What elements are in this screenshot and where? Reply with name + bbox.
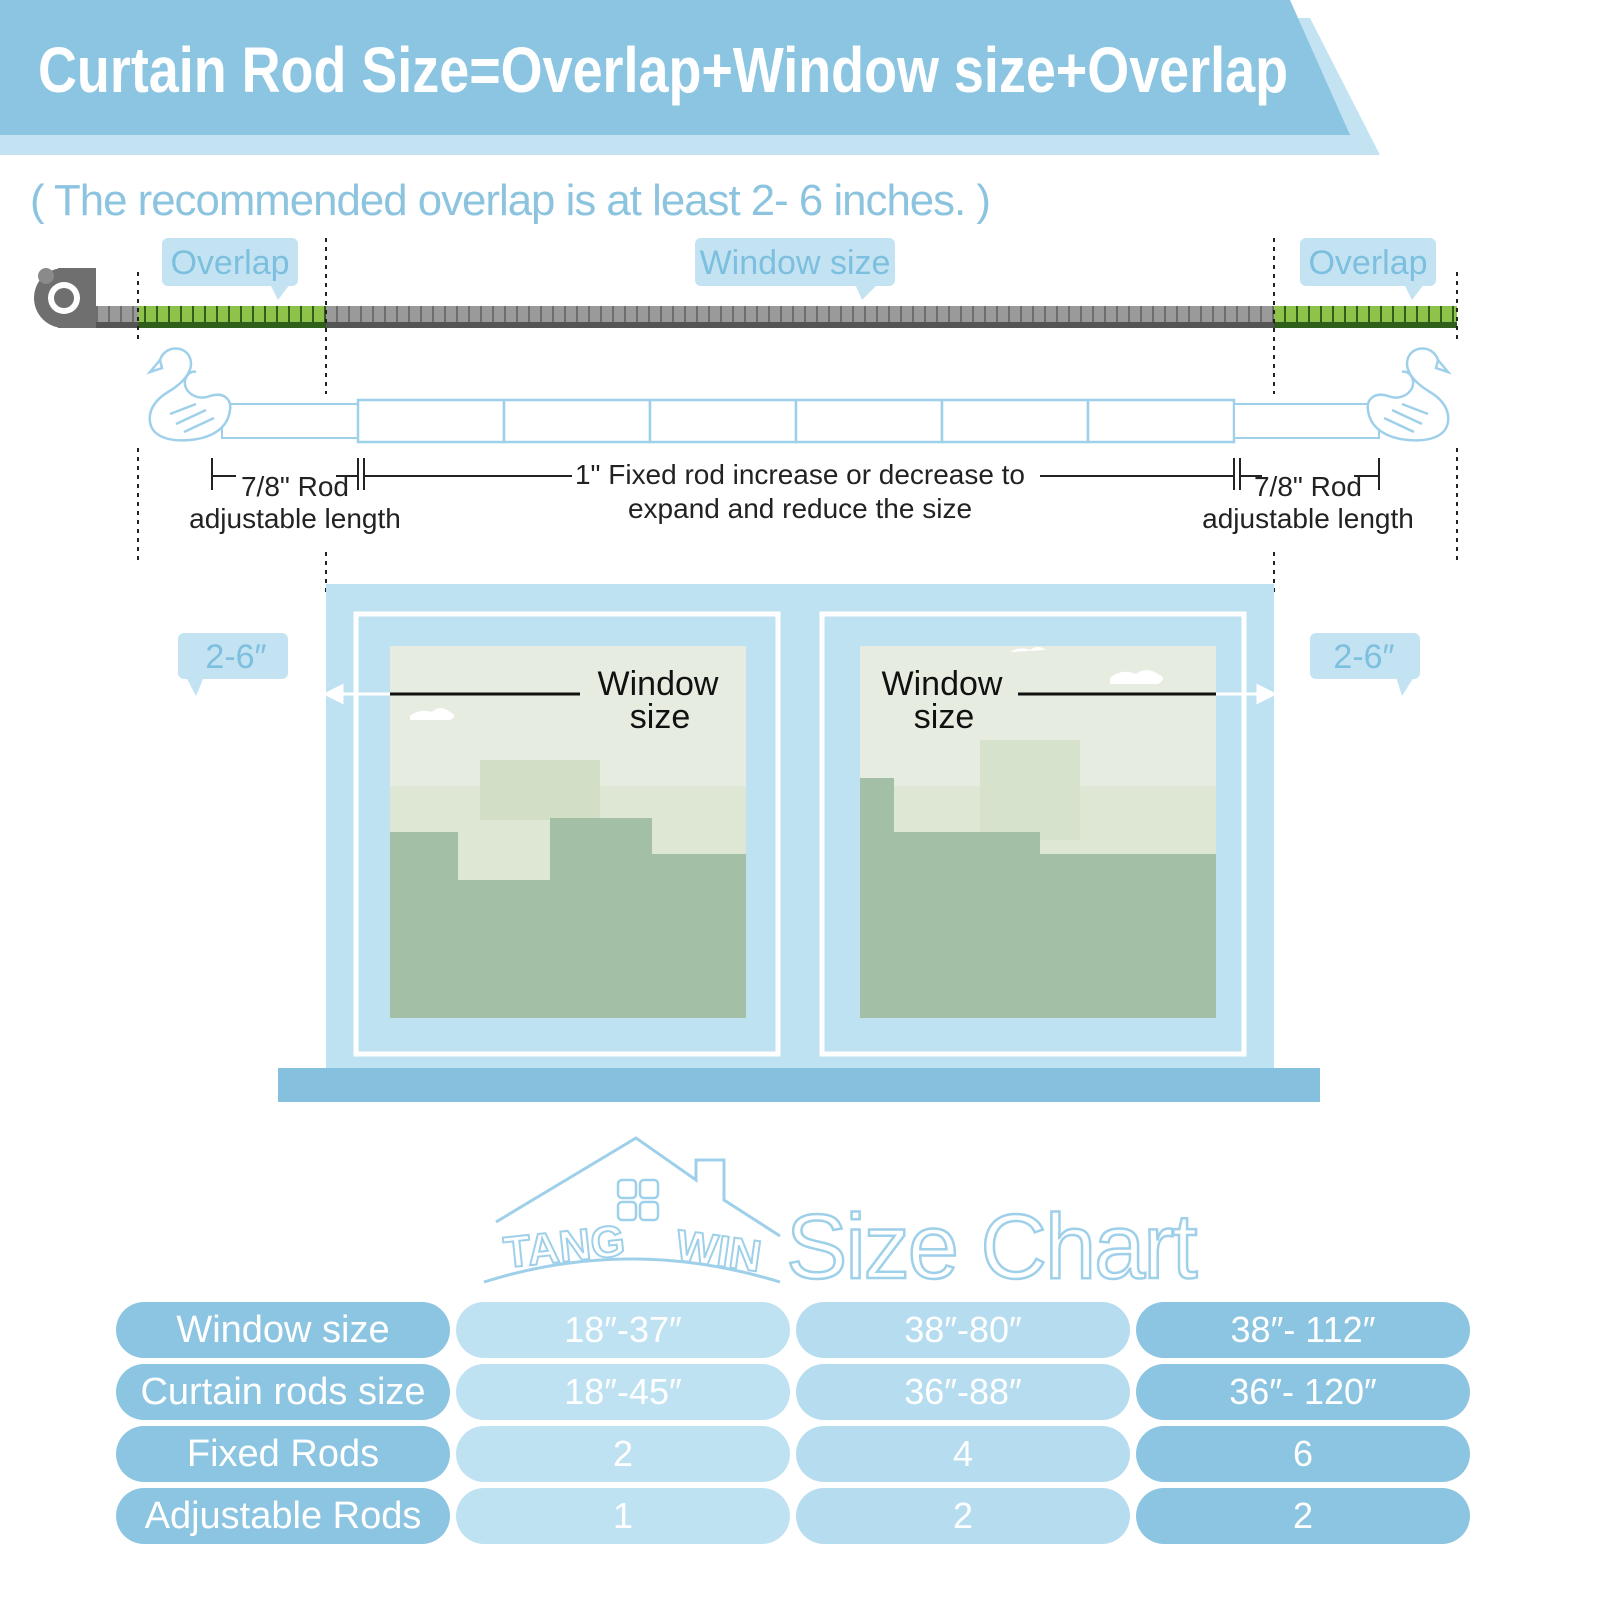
window-size-callout-label: Window size [700,244,891,282]
overlap-recommendation: ( The recommended overlap is at least 2-… [30,176,990,225]
cell-curtain-rods-size-1: 18″-45″ [456,1364,790,1420]
row-label-adjustable-rods: Adjustable Rods [116,1488,450,1544]
guide-lines [137,238,1458,594]
swan-finial-left-icon [146,347,232,442]
cell-fixed-rods-3: 6 [1136,1426,1470,1482]
cell-fixed-rods-1: 2 [456,1426,790,1482]
header-banner: Curtain Rod Size=Overlap+Window size+Ove… [0,0,1380,155]
brand-name-left: TANG [501,1216,627,1277]
fixed-rods [356,398,1236,444]
adjustable-right-line2: adjustable length [1202,503,1414,534]
cell-curtain-rods-size-2: 36″-88″ [796,1364,1130,1420]
window-pane-right [819,611,1247,1057]
row-label-curtain-rods-size: Curtain rods size [116,1364,450,1420]
overlap-left-label: Overlap [170,244,289,282]
window-right-line2: size [914,698,974,736]
fixed-rod-line1: 1" Fixed rod increase or decrease to [575,459,1025,490]
window-sill [278,1068,1320,1102]
window-pane-left [353,611,781,1057]
cell-curtain-rods-size-3: 36″- 120″ [1136,1364,1470,1420]
window-glass-left [390,646,746,1018]
swan-finial-right-icon [1366,347,1452,442]
brand-name-right: WIN [673,1221,765,1281]
dimension-lines [211,458,1380,490]
size-chart-title: Size Chart [786,1196,1197,1298]
cell-window-size-1: 18″-37″ [456,1302,790,1358]
window-illustration: Window size Window size [278,584,1320,1102]
window-logo-icon [616,1178,660,1222]
window-left-line1: Window [598,665,719,703]
brand-logo: TANG WIN Size Chart [483,1136,1200,1299]
page-title: Curtain Rod Size=Overlap+Window size+Ove… [38,34,1288,106]
callout-overlap-left: Overlap [162,238,298,300]
adjustable-rod-right [1233,403,1380,439]
callout-overlap-right: Overlap [1300,238,1436,300]
window-left-line2: size [630,698,690,736]
measuring-tape [34,268,1457,328]
callout-side-left: 2-6″ [178,633,288,696]
window-right-line1: Window [882,665,1003,703]
fixed-rod-line2: expand and reduce the size [628,493,972,524]
callout-side-right: 2-6″ [1310,633,1420,696]
adjustable-rod-left [221,403,359,439]
overlap-range-left: 2-6″ [205,638,266,676]
cell-adjustable-rods-3: 2 [1136,1488,1470,1544]
curtain-rod [221,398,1380,444]
overlap-right-label: Overlap [1308,244,1427,282]
overlap-arrows [322,683,1278,705]
banner-shape [0,0,1350,135]
row-label-window-size: Window size [116,1302,450,1358]
overlap-range-right: 2-6″ [1333,638,1394,676]
adjustable-left-line2: adjustable length [189,503,401,534]
row-label-fixed-rods: Fixed Rods [116,1426,450,1482]
adjustable-right-line1: 7/8" Rod [1254,471,1362,502]
window-glass-right [860,646,1216,1018]
cell-window-size-3: 38″- 112″ [1136,1302,1470,1358]
callout-window-size: Window size [695,238,895,300]
cell-fixed-rods-2: 4 [796,1426,1130,1482]
adjustable-left-line1: 7/8" Rod [241,471,349,502]
cell-adjustable-rods-1: 1 [456,1488,790,1544]
cell-window-size-2: 38″-80″ [796,1302,1130,1358]
tape-measure-icon [34,268,96,328]
cell-adjustable-rods-2: 2 [796,1488,1130,1544]
